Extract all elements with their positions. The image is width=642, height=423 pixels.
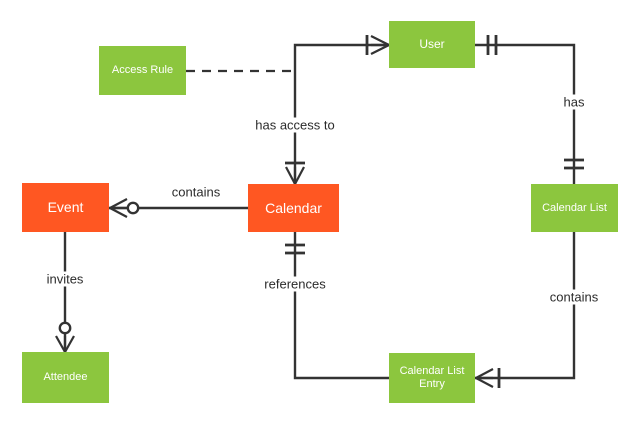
cardinality-entry-one-and-many [475,368,501,388]
relationship-label-invites: invites [43,271,87,287]
connector-invites [55,232,75,353]
entity-access-rule[interactable]: Access Rule [99,46,186,95]
cardinality-attendee-zero-or-many [55,321,75,353]
entity-user[interactable]: User [389,21,475,68]
connector-contains-event-calendar [109,198,248,218]
entity-attendee[interactable]: Attendee [22,352,109,403]
cardinality-user-many [365,35,390,55]
entity-calendar-list-entry[interactable]: Calendar List Entry [389,353,475,403]
entity-label-attendee: Attendee [43,371,88,384]
entity-label-access-rule: Access Rule [111,64,174,77]
entity-label-user: User [419,36,445,51]
entity-calendar[interactable]: Calendar [248,184,339,232]
entity-label-calendar: Calendar [265,199,322,216]
entity-label-calendar-list: Calendar List [542,201,607,214]
relationship-label-has-access-to: has access to [252,117,338,133]
entity-event[interactable]: Event [22,183,109,232]
relationship-label-references: references [261,276,329,292]
entity-label-event: Event [47,199,84,216]
cardinality-calendar-one-or-many [285,161,305,185]
connector-references [285,232,389,380]
entity-calendar-list[interactable]: Calendar List [531,184,618,232]
connector-has [475,35,584,184]
relationship-label-contains-event-calendar: contains [168,184,224,200]
cardinality-calendar-list-exactly-one [564,158,584,170]
cardinality-event-zero-or-many [109,198,140,218]
relationship-label-contains-list-entry: contains [546,289,602,305]
relationship-label-has: has [560,94,588,110]
cardinality-user-exactly-one [486,35,498,55]
connector-contains-list-entry [475,232,576,388]
entity-label-calendar-list-entry: Calendar List Entry [399,365,465,390]
cardinality-calendar-exactly-one [285,243,305,255]
connector-has-access-to [285,35,390,185]
